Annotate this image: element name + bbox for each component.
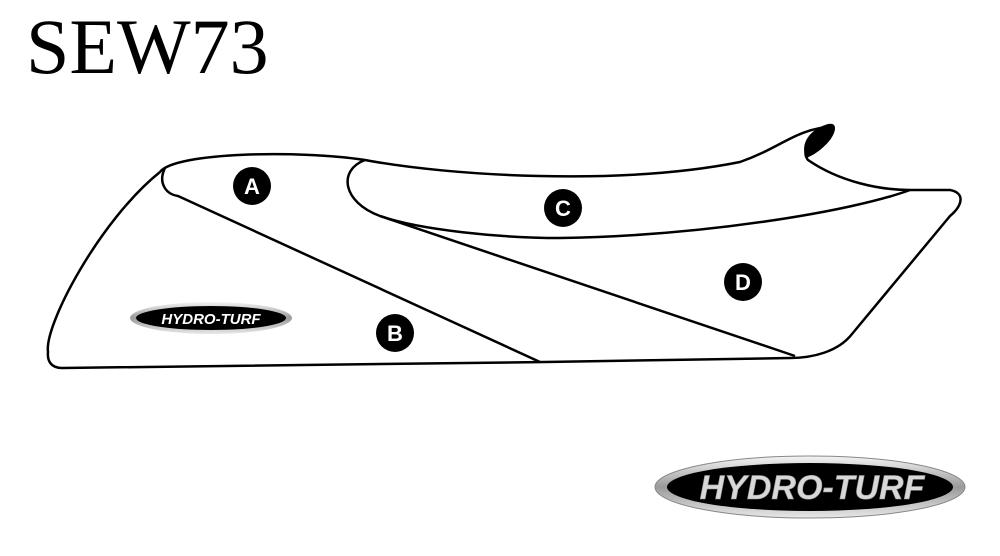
- marker-b-label: B: [387, 321, 403, 346]
- brand-logo: HYDRO-TURF: [654, 455, 966, 519]
- marker-d: D: [724, 263, 762, 301]
- region-d-border: [379, 214, 796, 358]
- region-a-border: [161, 167, 541, 364]
- model-title: SEW73: [26, 3, 269, 90]
- marker-c-label: C: [555, 196, 571, 221]
- marker-a: A: [233, 167, 271, 205]
- marker-b: B: [376, 314, 414, 352]
- marker-a-label: A: [244, 174, 260, 199]
- brand-logo-text: HYDRO-TURF: [700, 469, 926, 507]
- marker-c: C: [544, 189, 582, 227]
- seat-logo: HYDRO-TURF: [130, 302, 292, 334]
- region-c-border: [346, 158, 911, 240]
- marker-d-label: D: [735, 270, 751, 295]
- handle-grip: [804, 123, 835, 158]
- seat-outline: [46, 125, 962, 370]
- seat-logo-text: HYDRO-TURF: [161, 311, 261, 328]
